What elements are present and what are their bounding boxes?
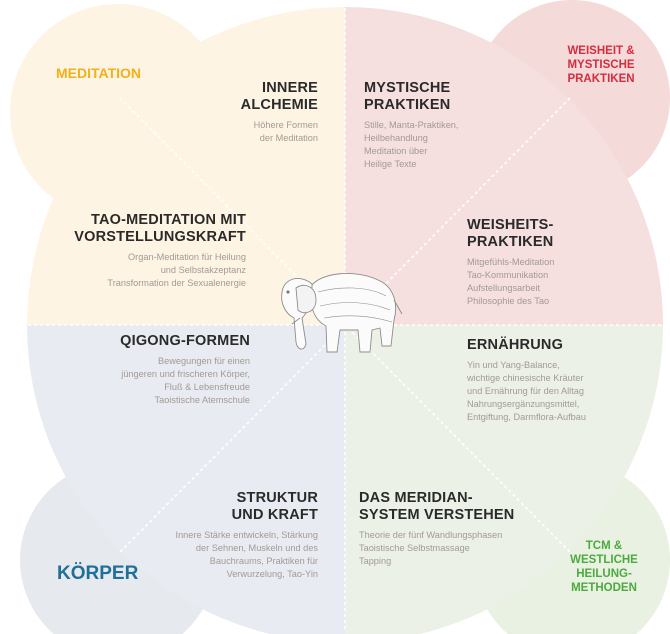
section-description: Bewegungen für einen jüngeren und frisch… [121, 356, 250, 405]
section-qigong-formen: QIGONG-FORMEN Bewegungen für einen jünge… [30, 333, 250, 407]
section-description: Innere Stärke entwickeln, Stärkung der S… [175, 530, 318, 579]
section-description: Mitgefühls-Meditation Tao-Kommunikation … [467, 257, 555, 306]
section-meridian-system: DAS MERIDIAN- SYSTEM VERSTEHEN Theorie d… [359, 490, 549, 568]
section-title: STRUKTUR UND KRAFT [231, 490, 318, 523]
section-title: QIGONG-FORMEN [120, 333, 250, 349]
section-struktur-und-kraft: STRUKTUR UND KRAFT Innere Stärke entwick… [98, 490, 318, 581]
section-title: ERNÄHRUNG [467, 337, 564, 353]
corner-label-meditation: MEDITATION [56, 65, 141, 81]
section-description: Stille, Manta-Praktiken, Heilbehandlung … [364, 120, 459, 169]
section-description: Theorie der fünf Wandlungsphasen Taoisti… [359, 530, 503, 566]
section-title: MYSTISCHE PRAKTIKEN [364, 80, 451, 113]
section-title: TAO-MEDITATION MIT VORSTELLUNGSKRAFT [74, 212, 246, 245]
section-title: DAS MERIDIAN- SYSTEM VERSTEHEN [359, 490, 515, 523]
section-ernaehrung: ERNÄHRUNG Yin und Yang-Balance, wichtige… [467, 337, 657, 424]
section-mystische-praktiken: MYSTISCHE PRAKTIKEN Stille, Manta-Prakti… [364, 80, 564, 171]
section-innere-alchemie: INNERE ALCHEMIE Höhere Formen der Medita… [118, 80, 318, 145]
corner-meditation-text: MEDITATION [56, 65, 142, 81]
corner-label-body: KÖRPER [57, 563, 139, 584]
corner-label-wisdom: WEISHEIT & MYSTISCHE PRAKTIKEN [567, 45, 635, 85]
section-tao-meditation: TAO-MEDITATION MIT VORSTELLUNGSKRAFT Org… [26, 212, 246, 290]
section-description: Organ-Meditation für Heilung und Selbsta… [107, 252, 246, 288]
corner-label-tcm: TCM & WESTLICHE HEILUNG- METHODEN [570, 540, 638, 594]
section-description: Höhere Formen der Meditation [253, 120, 318, 143]
section-title: INNERE ALCHEMIE [240, 80, 318, 113]
elephant-illustration [281, 273, 403, 353]
section-weisheitspraktiken: WEISHEITS- PRAKTIKEN Mitgefühls-Meditati… [467, 217, 647, 308]
section-title: WEISHEITS- PRAKTIKEN [467, 217, 554, 250]
section-description: Yin und Yang-Balance, wichtige chinesisc… [467, 360, 586, 422]
